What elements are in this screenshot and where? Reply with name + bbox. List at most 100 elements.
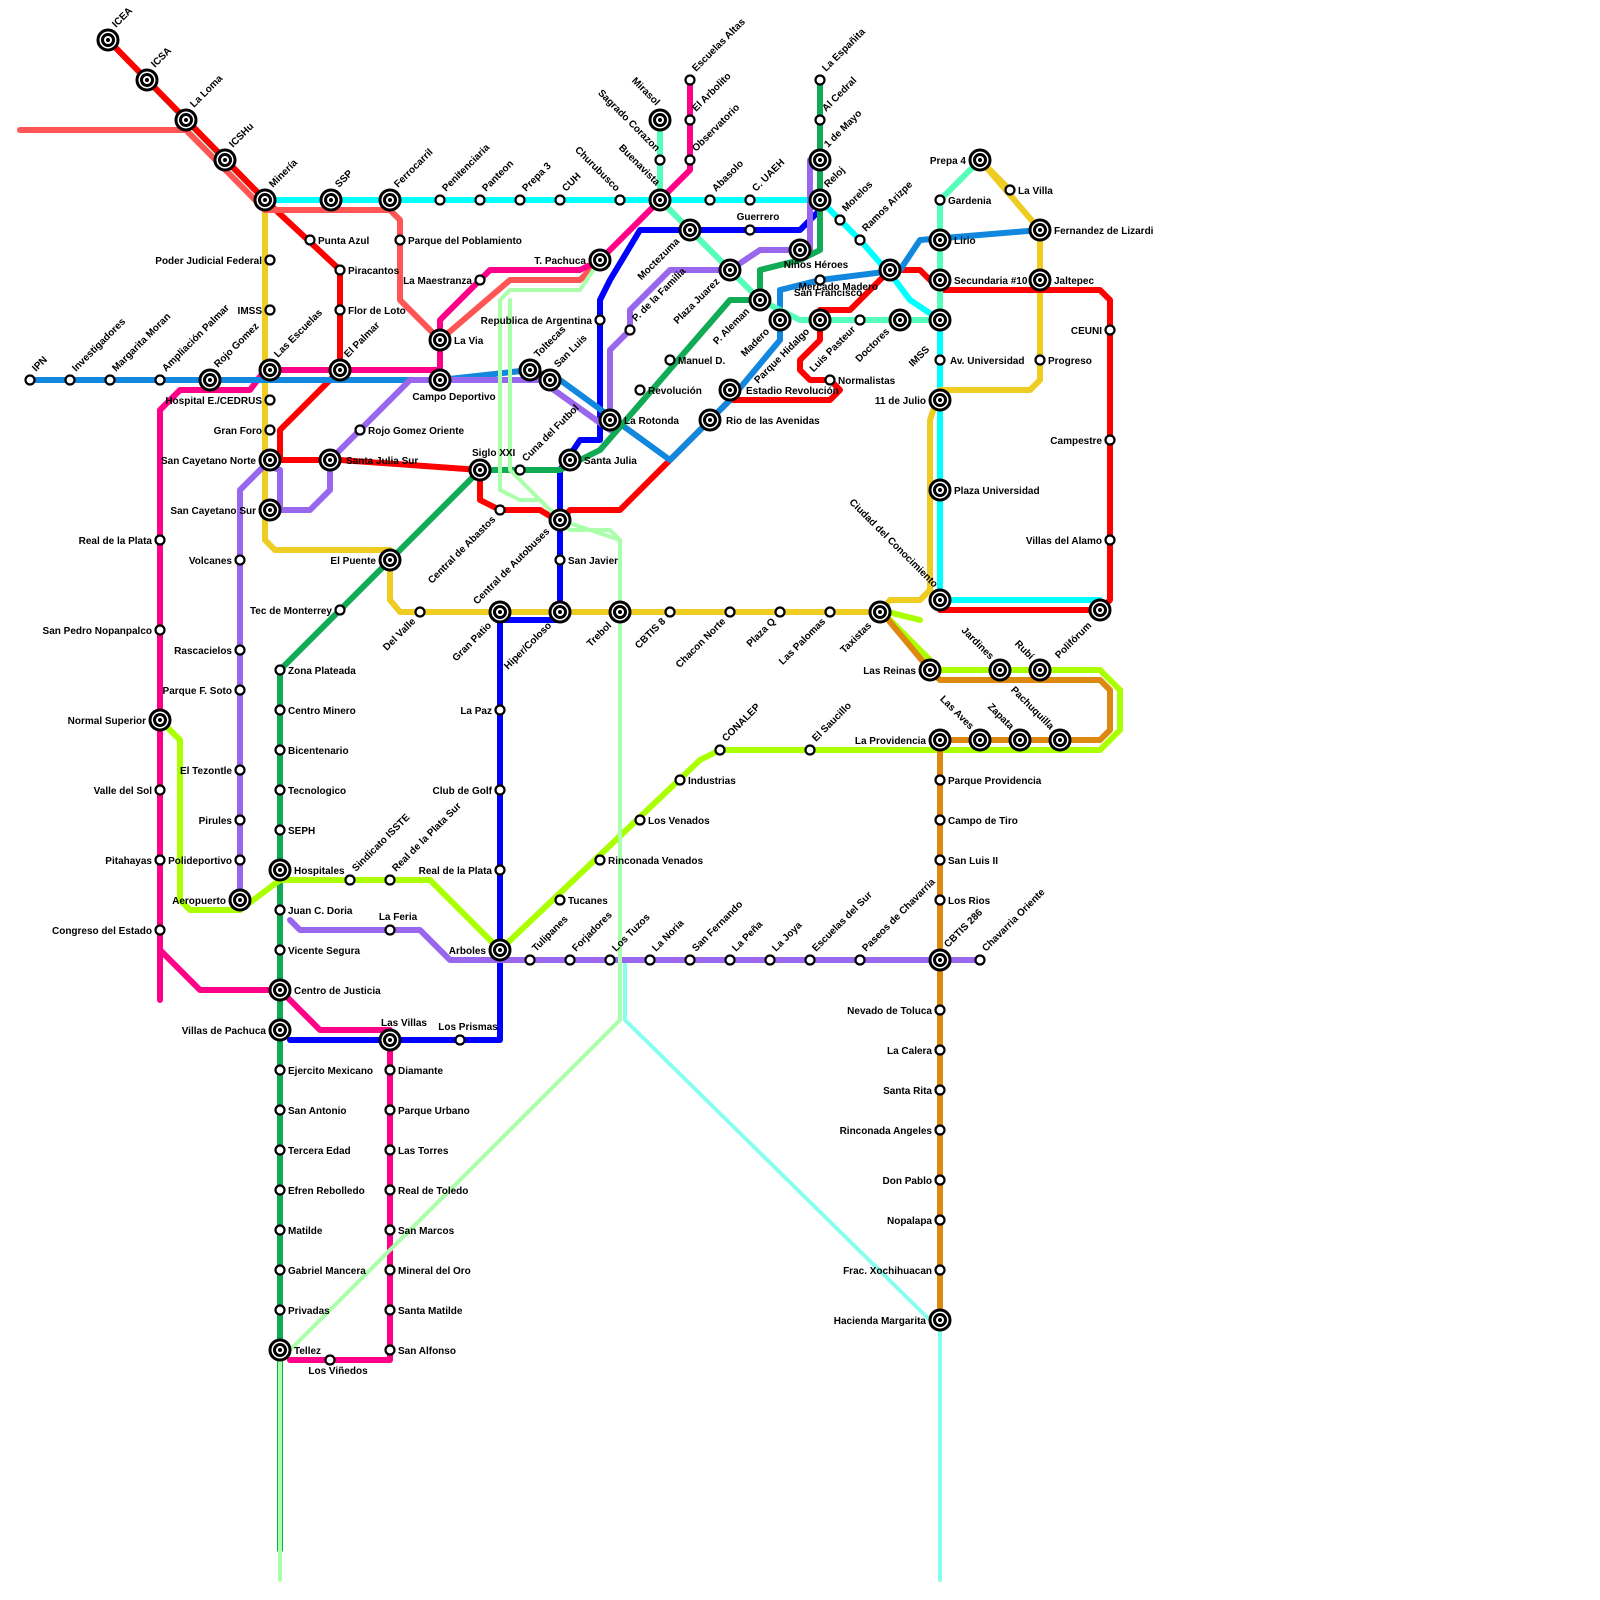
station[interactable] bbox=[556, 556, 565, 565]
station[interactable] bbox=[276, 826, 285, 835]
station[interactable] bbox=[656, 156, 665, 165]
interchange-station[interactable] bbox=[270, 1340, 290, 1360]
interchange-station[interactable] bbox=[930, 480, 950, 500]
station[interactable] bbox=[496, 866, 505, 875]
interchange-station[interactable] bbox=[550, 510, 570, 530]
station[interactable] bbox=[806, 746, 815, 755]
station[interactable] bbox=[596, 856, 605, 865]
interchange-station[interactable] bbox=[550, 602, 570, 622]
station[interactable] bbox=[746, 196, 755, 205]
interchange-station[interactable] bbox=[255, 190, 275, 210]
interchange-station[interactable] bbox=[560, 450, 580, 470]
station[interactable] bbox=[496, 706, 505, 715]
station[interactable] bbox=[936, 856, 945, 865]
station[interactable] bbox=[746, 226, 755, 235]
station[interactable] bbox=[276, 786, 285, 795]
station[interactable] bbox=[766, 956, 775, 965]
interchange-station[interactable] bbox=[810, 190, 830, 210]
station[interactable] bbox=[716, 746, 725, 755]
station[interactable] bbox=[776, 608, 785, 617]
interchange-station[interactable] bbox=[1050, 730, 1070, 750]
station[interactable] bbox=[526, 956, 535, 965]
station[interactable] bbox=[306, 236, 315, 245]
station[interactable] bbox=[1106, 536, 1115, 545]
station[interactable] bbox=[666, 356, 675, 365]
station[interactable] bbox=[386, 1226, 395, 1235]
station[interactable] bbox=[236, 766, 245, 775]
interchange-station[interactable] bbox=[930, 230, 950, 250]
station[interactable] bbox=[276, 1106, 285, 1115]
station[interactable] bbox=[936, 1126, 945, 1135]
station[interactable] bbox=[386, 1066, 395, 1075]
station[interactable] bbox=[826, 608, 835, 617]
station[interactable] bbox=[726, 956, 735, 965]
station[interactable] bbox=[276, 1186, 285, 1195]
station[interactable] bbox=[386, 1266, 395, 1275]
interchange-station[interactable] bbox=[920, 660, 940, 680]
interchange-station[interactable] bbox=[810, 150, 830, 170]
station[interactable] bbox=[386, 876, 395, 885]
station[interactable] bbox=[1006, 186, 1015, 195]
station[interactable] bbox=[936, 1006, 945, 1015]
station[interactable] bbox=[276, 1066, 285, 1075]
station[interactable] bbox=[1106, 326, 1115, 335]
station[interactable] bbox=[936, 1176, 945, 1185]
station[interactable] bbox=[266, 306, 275, 315]
interchange-station[interactable] bbox=[260, 360, 280, 380]
station[interactable] bbox=[636, 386, 645, 395]
station[interactable] bbox=[1036, 356, 1045, 365]
station[interactable] bbox=[266, 396, 275, 405]
station[interactable] bbox=[936, 816, 945, 825]
interchange-station[interactable] bbox=[490, 602, 510, 622]
station[interactable] bbox=[566, 956, 575, 965]
interchange-station[interactable] bbox=[260, 450, 280, 470]
station[interactable] bbox=[936, 776, 945, 785]
interchange-station[interactable] bbox=[770, 310, 790, 330]
station[interactable] bbox=[276, 946, 285, 955]
station[interactable] bbox=[276, 666, 285, 675]
station[interactable] bbox=[836, 216, 845, 225]
station[interactable] bbox=[386, 1346, 395, 1355]
interchange-station[interactable] bbox=[470, 460, 490, 480]
interchange-station[interactable] bbox=[200, 370, 220, 390]
station[interactable] bbox=[806, 956, 815, 965]
station[interactable] bbox=[156, 536, 165, 545]
station[interactable] bbox=[66, 376, 75, 385]
station[interactable] bbox=[476, 196, 485, 205]
interchange-station[interactable] bbox=[930, 310, 950, 330]
interchange-station[interactable] bbox=[270, 1020, 290, 1040]
station[interactable] bbox=[236, 646, 245, 655]
station[interactable] bbox=[1106, 436, 1115, 445]
interchange-station[interactable] bbox=[1030, 660, 1050, 680]
station[interactable] bbox=[386, 1186, 395, 1195]
station[interactable] bbox=[496, 786, 505, 795]
station[interactable] bbox=[236, 686, 245, 695]
interchange-station[interactable] bbox=[750, 290, 770, 310]
interchange-station[interactable] bbox=[215, 150, 235, 170]
interchange-station[interactable] bbox=[176, 110, 196, 130]
station[interactable] bbox=[396, 236, 405, 245]
station[interactable] bbox=[556, 896, 565, 905]
station[interactable] bbox=[686, 116, 695, 125]
interchange-station[interactable] bbox=[1010, 730, 1030, 750]
station[interactable] bbox=[936, 1086, 945, 1095]
station[interactable] bbox=[936, 1266, 945, 1275]
station[interactable] bbox=[826, 376, 835, 385]
interchange-station[interactable] bbox=[930, 1310, 950, 1330]
interchange-station[interactable] bbox=[270, 860, 290, 880]
interchange-station[interactable] bbox=[1030, 270, 1050, 290]
station[interactable] bbox=[636, 816, 645, 825]
interchange-station[interactable] bbox=[430, 370, 450, 390]
station[interactable] bbox=[276, 1306, 285, 1315]
interchange-station[interactable] bbox=[930, 730, 950, 750]
station[interactable] bbox=[266, 426, 275, 435]
station[interactable] bbox=[686, 76, 695, 85]
station[interactable] bbox=[936, 896, 945, 905]
station[interactable] bbox=[516, 196, 525, 205]
station[interactable] bbox=[276, 706, 285, 715]
interchange-station[interactable] bbox=[98, 30, 118, 50]
interchange-station[interactable] bbox=[1090, 600, 1110, 620]
interchange-station[interactable] bbox=[430, 330, 450, 350]
interchange-station[interactable] bbox=[610, 602, 630, 622]
station[interactable] bbox=[856, 236, 865, 245]
